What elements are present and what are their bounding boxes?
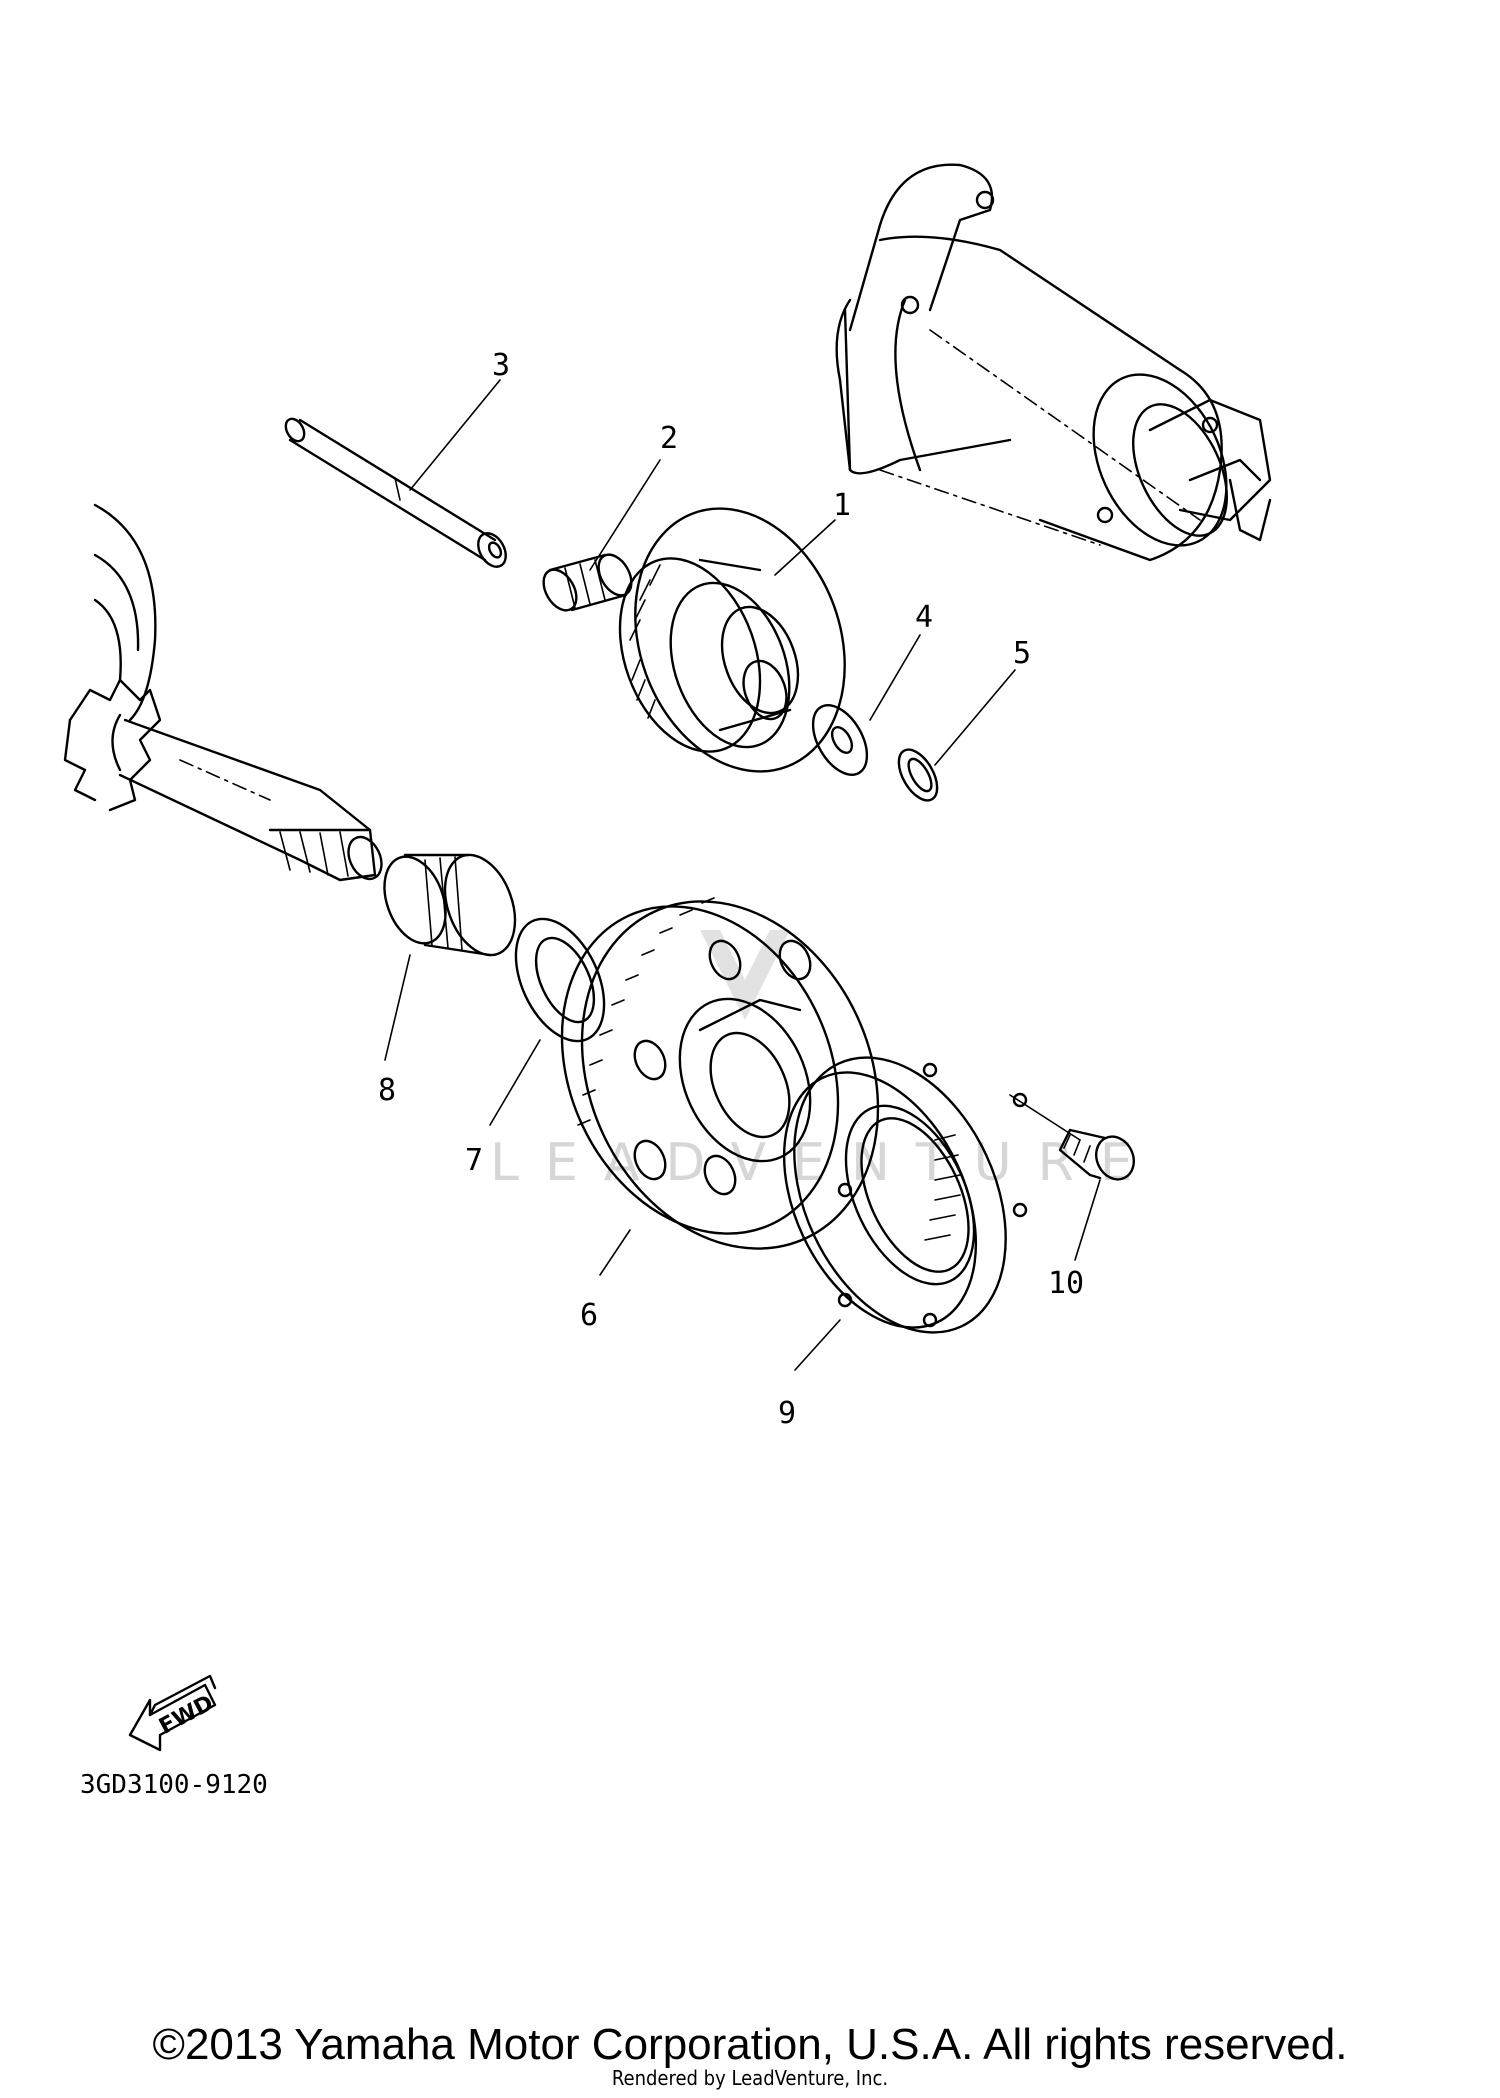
callout-1: 1 [833, 488, 851, 523]
thrust-washer-part [514, 917, 606, 1043]
callout-3: 3 [492, 348, 510, 383]
crankshaft-part [63, 503, 383, 882]
callout-2: 2 [660, 421, 678, 456]
callout-9: 9 [778, 1396, 796, 1431]
callout-7: 7 [465, 1143, 483, 1178]
one-way-clutch-part [782, 1056, 1028, 1334]
part-code: 3GD3100-9120 [80, 1770, 268, 1800]
callout-4: 4 [915, 600, 933, 635]
starter-motor [835, 163, 1272, 562]
rendered-by-note: Rendered by LeadVenture, Inc. [611, 2066, 889, 2090]
washer-part [811, 704, 869, 776]
callout-6: 6 [580, 1298, 598, 1333]
leader-lines [384, 379, 1101, 1371]
bolt-part [1058, 1128, 1135, 1181]
callout-10: 10 [1048, 1266, 1084, 1301]
circlip-part [897, 748, 939, 802]
callout-labels: 3 2 1 4 5 8 7 6 9 10 [378, 348, 1084, 1431]
shaft-part [284, 417, 507, 568]
bearing-large-part [383, 853, 517, 957]
idler-gear-part [618, 507, 846, 773]
watermark-text: LEADVENTURE [490, 1133, 1159, 1193]
starter-wheel-gear-part [560, 897, 880, 1250]
copyright-notice: ©2013 Yamaha Motor Corporation, U.S.A. A… [152, 2020, 1348, 2069]
callout-8: 8 [378, 1073, 396, 1108]
fwd-label: FWD [155, 1691, 218, 1740]
fwd-arrow-icon: FWD [128, 1674, 218, 1752]
watermark: LEADVENTURE [490, 930, 1159, 1193]
bearing-small-part [542, 553, 633, 612]
callout-5: 5 [1013, 636, 1031, 671]
